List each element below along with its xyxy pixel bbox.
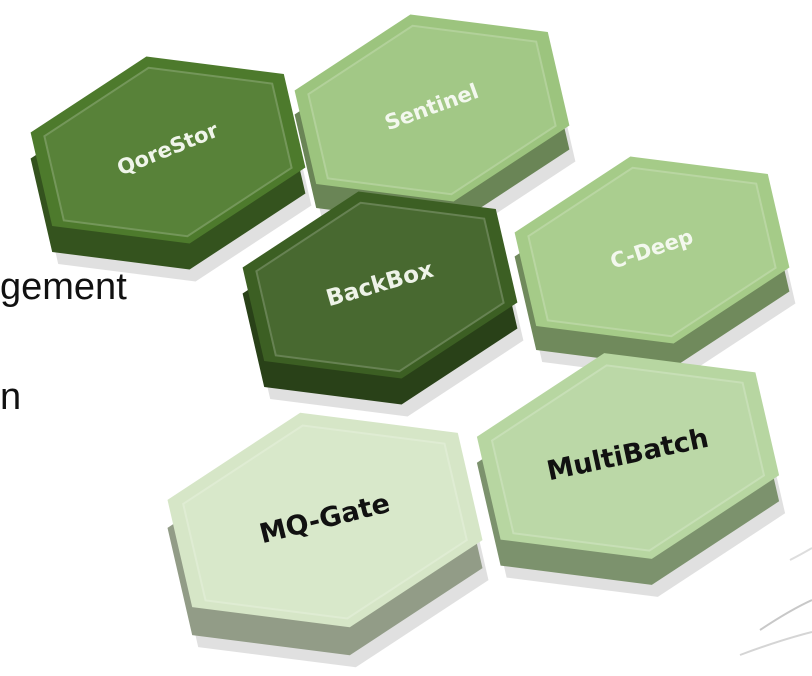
hexagon-qorestor: QoreStor (30, 56, 312, 282)
hexagon-c-deep: C-Deep (514, 156, 796, 380)
side-text-line-1: gement (0, 266, 127, 308)
side-text-line-2: n (0, 376, 22, 418)
hexagon-bevel (255, 201, 505, 373)
hexagon-mq-gate: MQ-Gate (167, 412, 489, 668)
right-edge-decoration (739, 547, 812, 656)
hexagon-bevel (307, 24, 557, 196)
hexagon-bevel (527, 166, 777, 338)
hexagon-bevel (182, 424, 468, 620)
hexagon-bevel (43, 66, 293, 238)
hexagon-multibatch: MultiBatch (476, 353, 786, 597)
hexagon-bevel (490, 364, 766, 552)
hexagon-sentinel: Sentinel (294, 14, 576, 238)
hexagon-backbox: BackBox (242, 191, 524, 417)
